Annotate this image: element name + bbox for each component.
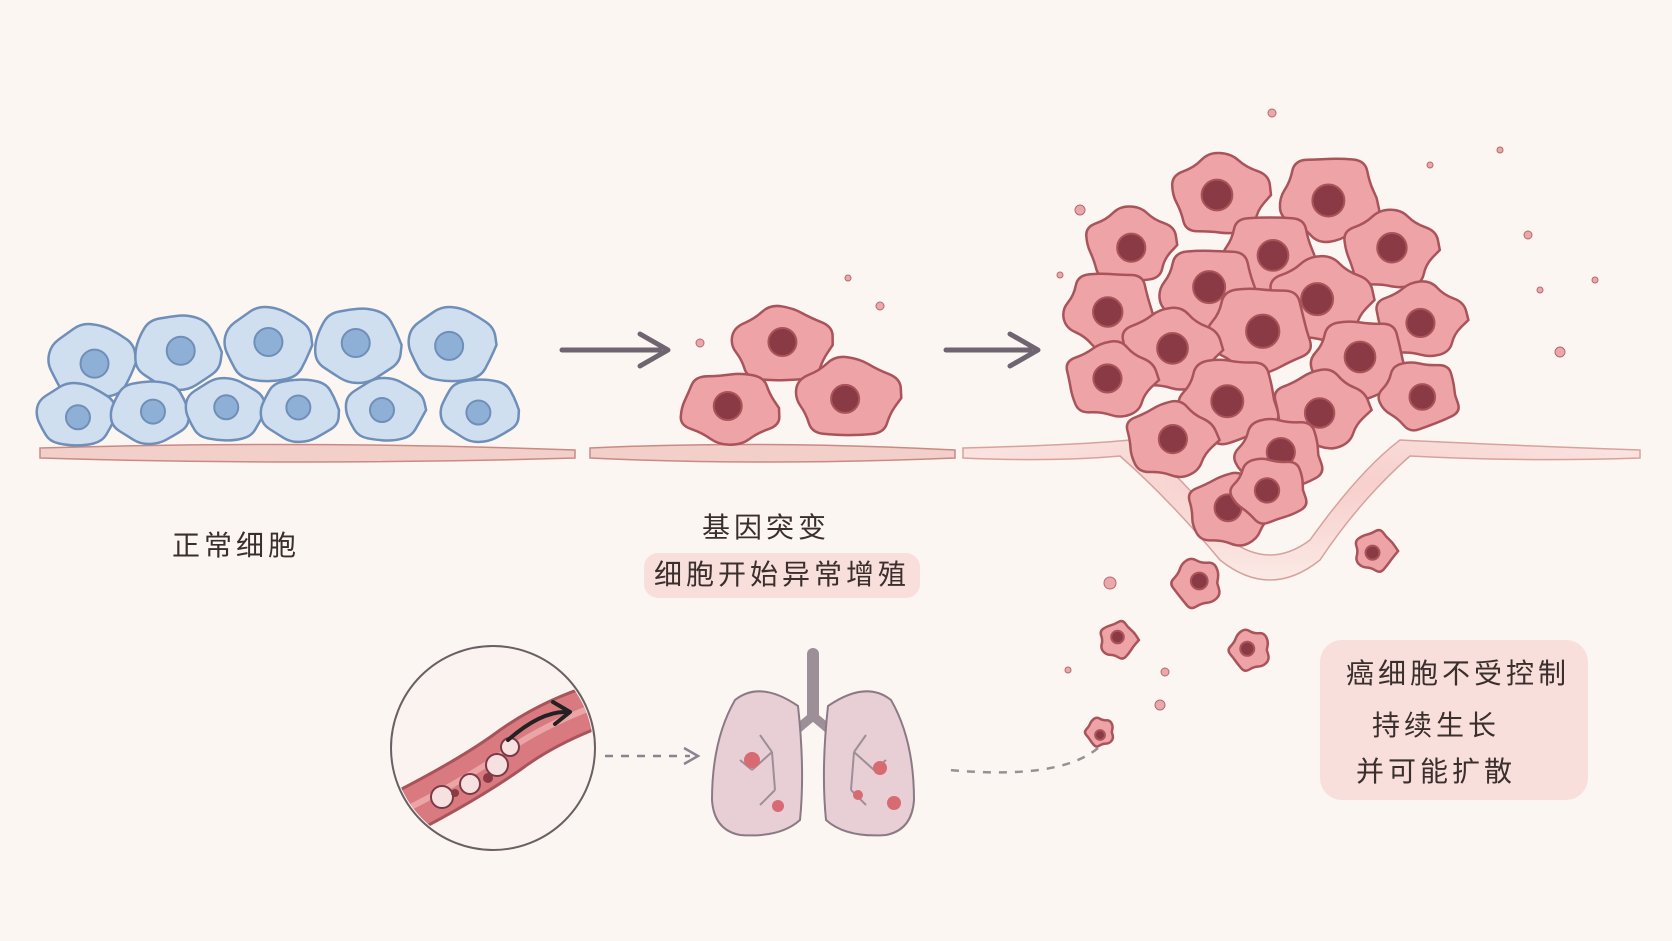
tumor-mass: [1062, 151, 1470, 547]
arrow-right-icon: [559, 331, 671, 369]
cancer-growth-label: 持续生长: [1372, 709, 1501, 742]
speck: [1523, 230, 1533, 240]
normal-cell: [344, 376, 428, 442]
tumor-cell: [1085, 205, 1179, 282]
normal-cell: [134, 314, 224, 392]
speck: [1103, 576, 1117, 590]
normal-cell: [109, 380, 191, 446]
normal-cell: [223, 305, 314, 383]
normal-tissue: [39, 443, 576, 463]
cancer-uncontrolled-label: 癌细胞不受控制: [1346, 657, 1571, 690]
speck: [1536, 286, 1544, 294]
mutated-cell: [794, 355, 903, 437]
tumor-cell: [1377, 361, 1460, 432]
speck: [1064, 666, 1072, 674]
normal-cell: [313, 307, 403, 385]
speck: [875, 301, 885, 311]
mutated-tissue: [589, 443, 956, 463]
cancer-description-box: [1320, 640, 1588, 800]
speck: [1591, 276, 1599, 284]
lungs-icon: [710, 648, 916, 837]
spreading-cells: [1083, 528, 1400, 748]
normal-cell: [439, 378, 521, 444]
metastasis-path: [949, 747, 1099, 774]
speck: [1554, 346, 1566, 358]
tumor-cell: [1375, 280, 1470, 358]
normal-cell: [407, 305, 498, 383]
speck: [1154, 699, 1166, 711]
mutated-cell: [730, 304, 834, 382]
speck: [1160, 667, 1170, 677]
spreading-cell: [1099, 619, 1141, 660]
blood-vessel-icon: [390, 645, 596, 851]
speck: [1426, 161, 1434, 169]
tumor-cell: [1205, 287, 1312, 378]
speck: [1056, 271, 1064, 279]
spreading-cell: [1227, 628, 1270, 672]
tumor-cell: [1125, 399, 1222, 479]
cancer-spread-label: 并可能扩散: [1356, 755, 1517, 788]
speck: [1267, 108, 1277, 118]
normal-cells-label: 正常细胞: [172, 529, 301, 562]
normal-cell: [35, 381, 119, 447]
mutated-cell: [679, 372, 781, 447]
normal-cell: [184, 376, 268, 442]
normal-cell: [259, 378, 341, 444]
spreading-cell: [1170, 557, 1221, 610]
tumor-cell: [1170, 151, 1273, 235]
mutation-label: 基因突变: [702, 511, 831, 544]
debris-specks: [695, 108, 1599, 711]
mutated-cells: [679, 304, 903, 447]
speck: [695, 338, 705, 348]
arrow-right-icon: [943, 331, 1041, 369]
abnormal-proliferation-label: 细胞开始异常增殖: [644, 553, 921, 598]
tumor-cell: [1343, 208, 1442, 289]
normal-cells: [35, 305, 521, 447]
spreading-cell: [1083, 716, 1115, 748]
arrow-right-icon: [605, 746, 701, 766]
speck: [1496, 146, 1504, 154]
tumor-cell: [1065, 340, 1161, 418]
spreading-cell: [1354, 528, 1400, 573]
speck: [1074, 204, 1086, 216]
speck: [844, 274, 852, 282]
tumor-cell: [1229, 457, 1308, 525]
